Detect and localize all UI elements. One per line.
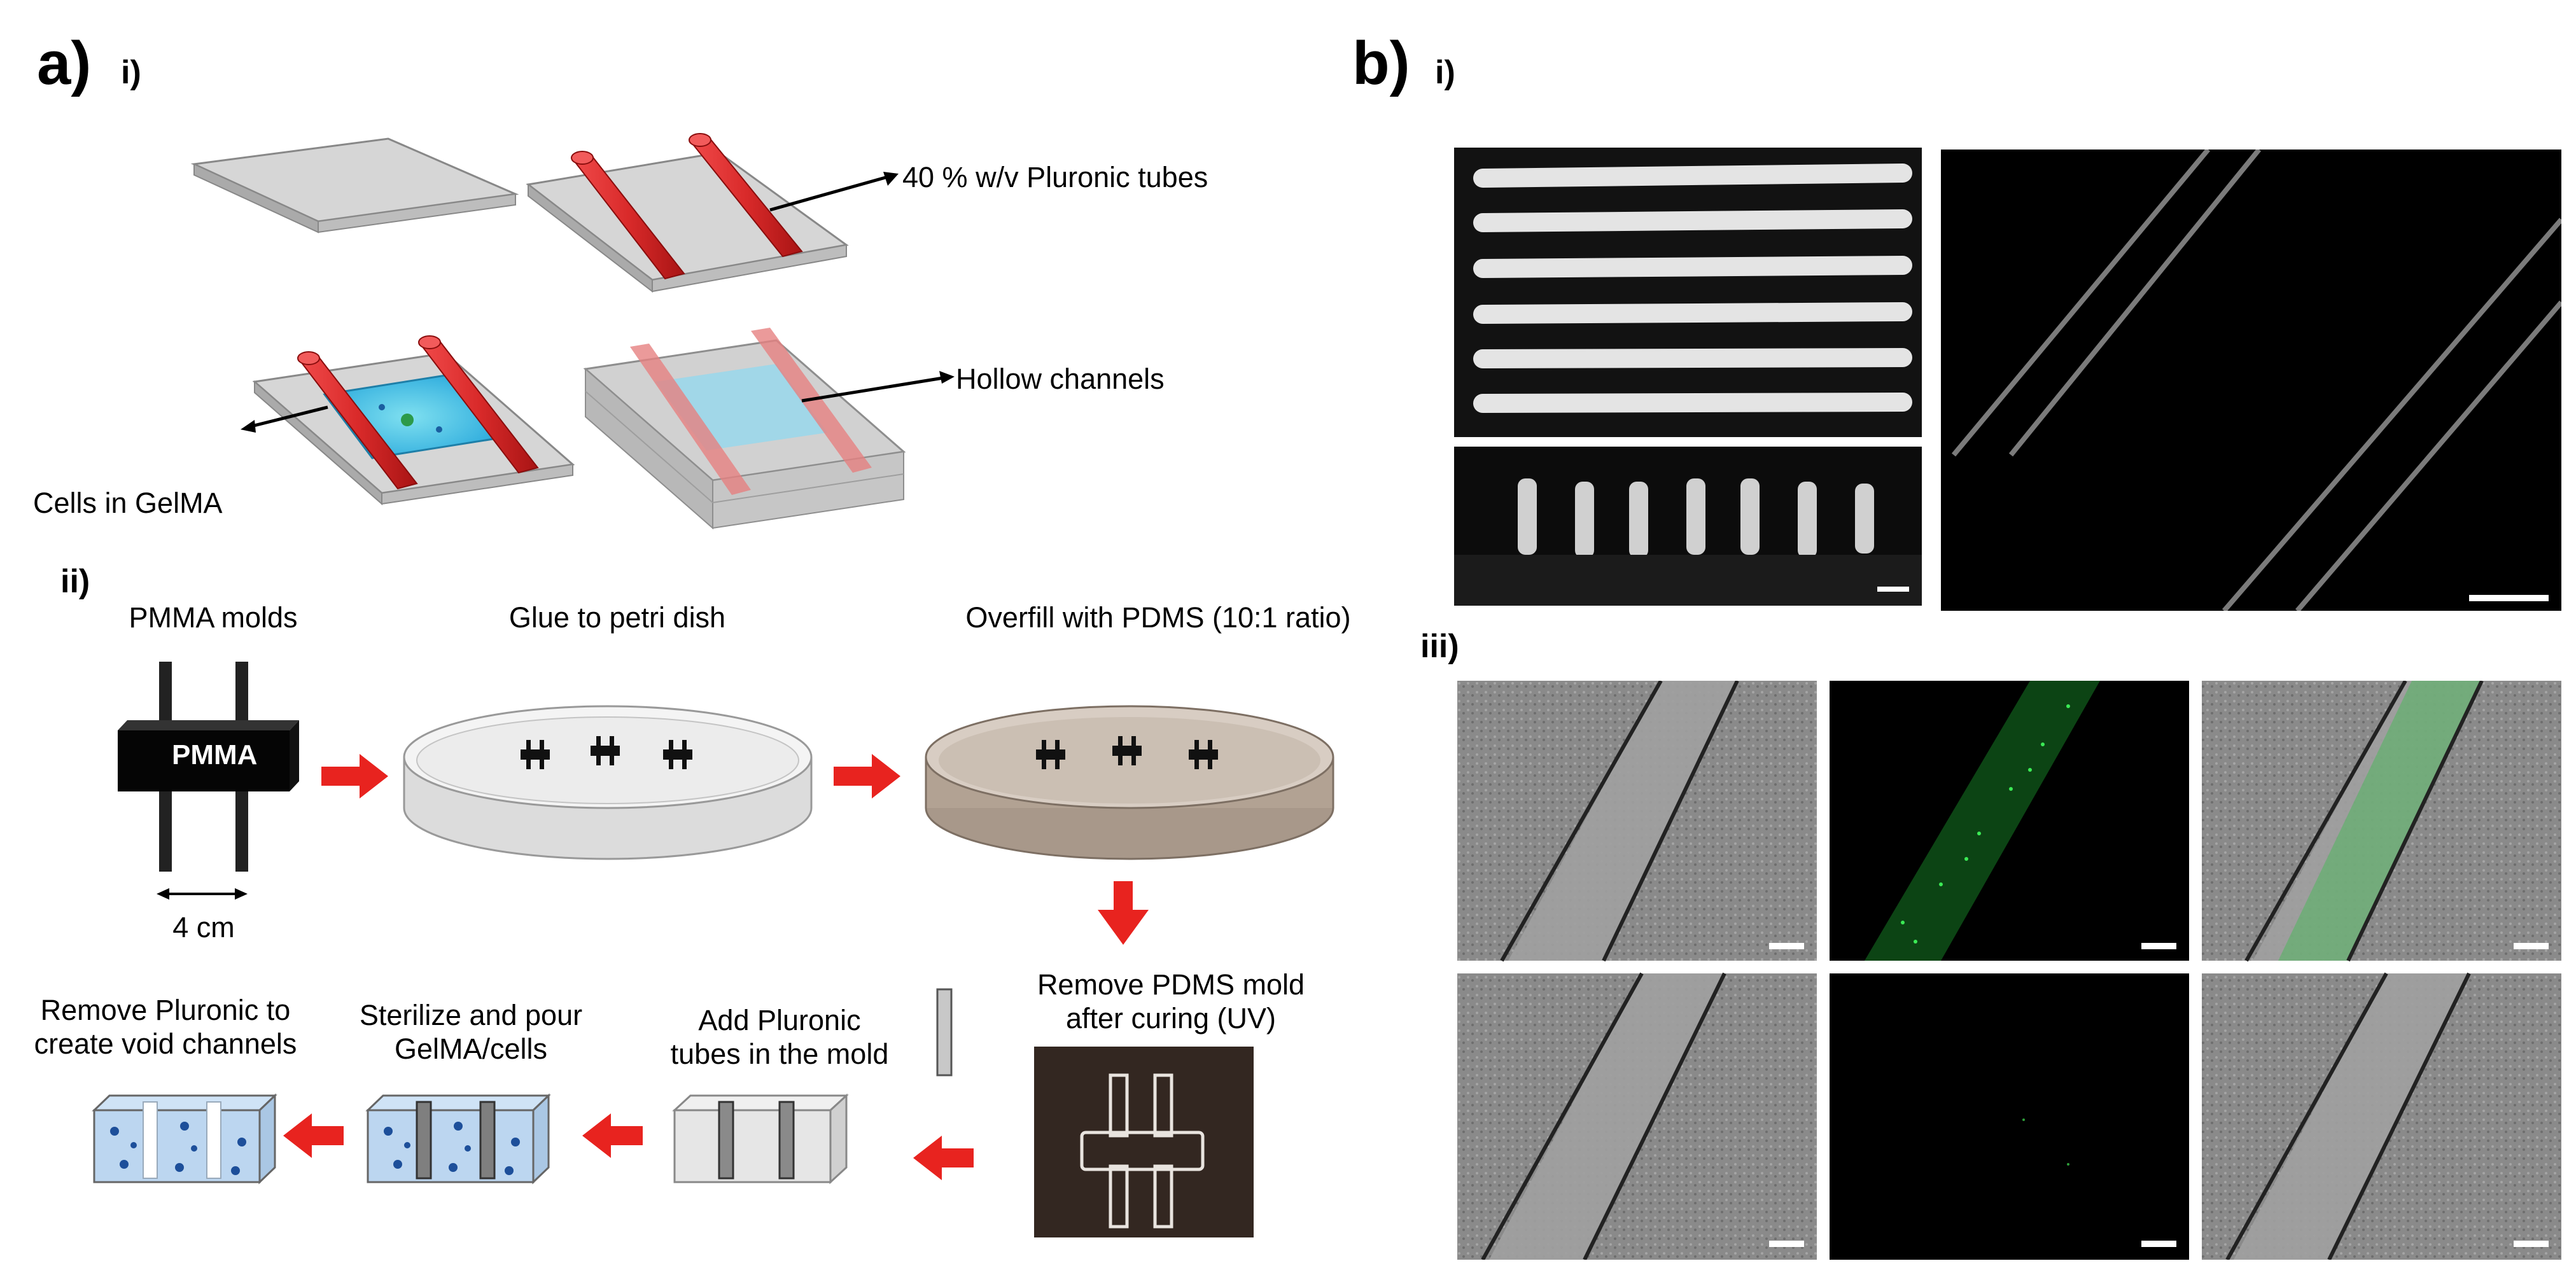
arrow-4 [582, 1113, 643, 1158]
pmma-molds-label: PMMA molds [129, 601, 298, 634]
add-pluronic-label-1: Add Pluronic [698, 1004, 861, 1036]
pmma-block-label: PMMA [172, 739, 258, 770]
brightfield-tile-1 [1457, 681, 1817, 962]
remove-pluronic-label-1: Remove Pluronic to [40, 994, 291, 1026]
mold-with-tubes [672, 1093, 849, 1185]
fabrication-schematic [190, 133, 955, 530]
sterilize-label-1: Sterilize and pour [359, 999, 583, 1031]
substrate-with-gelma [252, 335, 575, 506]
petri-dish-2 [925, 705, 1334, 860]
panel-a-sub-ii: ii) [60, 563, 90, 600]
pmma-mold [118, 662, 299, 872]
brightfield-tile-2 [1457, 972, 1817, 1260]
merged-tile-2 [2202, 972, 2561, 1260]
glue-step-label: Glue to petri dish [508, 601, 726, 634]
panel-b-letter: b) [1352, 29, 1410, 97]
arrow-3 [913, 1136, 974, 1180]
pluronic-tubes-label: 40 % w/v Pluronic tubes [902, 161, 1208, 193]
panel-a-sub-i: i) [121, 54, 141, 91]
arrow-2 [834, 754, 900, 798]
merged-tile-1 [2202, 681, 2561, 962]
pluronic-tube-1 [571, 151, 685, 280]
hollow-channel-micrograph [1941, 150, 2561, 611]
hollow-channels-label: Hollow channels [956, 363, 1165, 395]
panel-b-sub-i: i) [1435, 54, 1455, 91]
arrow-1 [321, 754, 388, 798]
workflow-graphics [92, 662, 1334, 1237]
printed-tubes-photo [1454, 148, 1922, 606]
arrow-5 [283, 1113, 344, 1158]
add-pluronic-label-2: tubes in the mold [670, 1038, 889, 1070]
device-with-hollow-channels [583, 328, 906, 530]
pluronic-tube-piece [936, 988, 953, 1076]
panel-a-letter: a) [37, 29, 92, 97]
dimension-label: 4 cm [172, 911, 235, 944]
petri-dish-1 [403, 705, 813, 860]
fluorescence-tile-1 [1830, 681, 2189, 961]
substrate-with-tubes [526, 133, 849, 293]
gel-block-with-void-channels [92, 1093, 277, 1185]
remove-pluronic-label-2: create void channels [34, 1028, 297, 1060]
gel-block-with-tubes [365, 1093, 551, 1185]
plain-substrate [190, 137, 519, 233]
pluronic-tube-2 [689, 133, 803, 258]
cells-in-gelma-label: Cells in GelMA [33, 487, 223, 519]
pdms-mold-photo [1034, 1047, 1254, 1237]
arrow-down [1098, 881, 1149, 945]
fluorescence-tile-2 [1830, 973, 2189, 1260]
sterilize-label-2: GelMA/cells [394, 1033, 548, 1065]
microscopy-grid [1457, 681, 2561, 1260]
remove-pdms-label-2: after curing (UV) [1065, 1002, 1277, 1035]
panel-b-sub-iii: iii) [1420, 628, 1459, 665]
remove-pdms-label-1: Remove PDMS mold [1037, 968, 1305, 1001]
overfill-step-label: Overfill with PDMS (10:1 ratio) [965, 601, 1351, 634]
